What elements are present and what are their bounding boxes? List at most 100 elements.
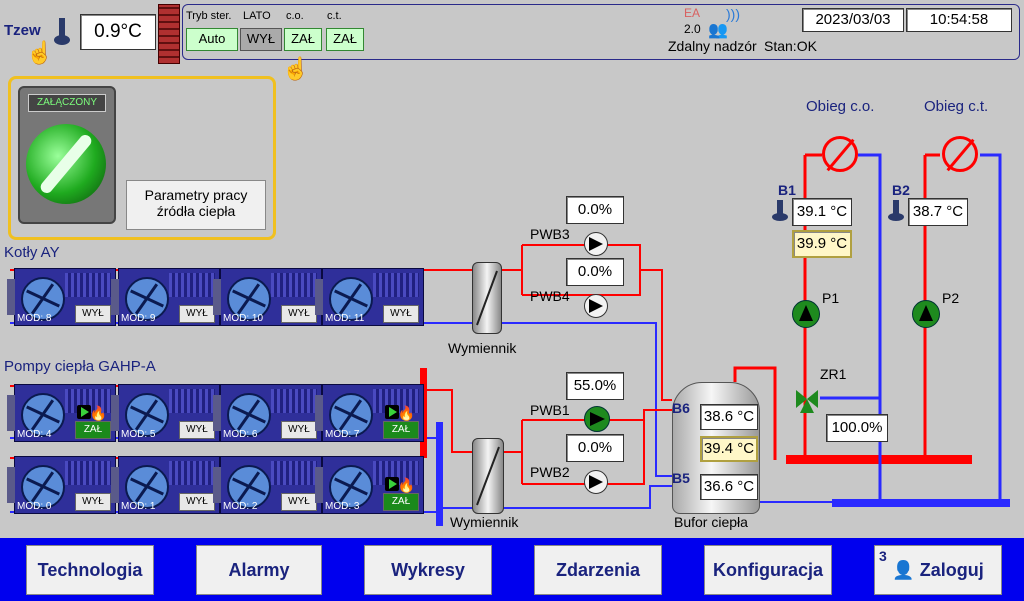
heatpump-unit[interactable]: MOD: 5 WYŁ (111, 384, 220, 442)
buffer-label: Bufor ciepła (674, 514, 748, 530)
unit-status: ZAŁ (75, 421, 111, 439)
p2-label: P2 (942, 290, 960, 306)
fan-icon (125, 465, 169, 509)
b5-value: 36.6 °C (700, 474, 758, 500)
main-switch[interactable]: ZAŁĄCZONY (18, 86, 116, 224)
heatpumps-section-label: Pompy ciepła GAHP-A (4, 358, 156, 375)
fan-icon (21, 465, 65, 509)
nav-login-button[interactable]: 3 👤 Zaloguj (874, 545, 1002, 595)
heatpump-unit[interactable]: 🔥 MOD: 7 ZAŁ (315, 384, 424, 442)
unit-status: ZAŁ (383, 421, 419, 439)
pwb3-value: 0.0% (566, 196, 624, 224)
heatpump-unit[interactable]: MOD: 2 WYŁ (213, 456, 322, 514)
ct-label: c.t. (327, 10, 342, 22)
b2-label: B2 (892, 182, 910, 198)
heatpump-unit[interactable]: 🔥 MOD: 4 ZAŁ (7, 384, 116, 442)
heatpump-unit[interactable]: MOD: 1 WYŁ (111, 456, 220, 514)
ct-toggle[interactable]: ZAŁ (326, 28, 364, 51)
fan-icon (227, 277, 271, 321)
b1-setpoint: 39.9 °C (792, 230, 852, 258)
zr1-label: ZR1 (820, 366, 847, 382)
unit-status: ZAŁ (383, 493, 419, 511)
heat-exchanger-lower[interactable] (472, 438, 504, 514)
nav-zdarzenia-button[interactable]: Zdarzenia (534, 545, 662, 595)
b6-label: B6 (672, 400, 690, 416)
pwb1-value: 55.0% (566, 372, 624, 400)
unit-mod-label: MOD: 3 (325, 501, 360, 512)
fan-icon (329, 393, 373, 437)
unit-status: WYŁ (281, 493, 317, 511)
buffer-mid-value: 39.4 °C (700, 436, 758, 462)
circulation-off-icon[interactable] (822, 136, 858, 172)
logo-top: EA (684, 6, 701, 20)
pwb4-value: 0.0% (566, 258, 624, 286)
remote-supervision-label: Zdalny nadzór (668, 38, 757, 54)
heatpump-unit[interactable]: MOD: 0 WYŁ (7, 456, 116, 514)
heat-exchanger-upper[interactable] (472, 262, 502, 334)
auto-button[interactable]: Auto (186, 28, 238, 51)
params-button[interactable]: Parametry pracy źródła ciepła (126, 180, 266, 230)
logo-bottom: 2.0 (684, 22, 701, 36)
unit-mod-label: MOD: 8 (17, 313, 52, 324)
heatpump-unit[interactable]: MOD: 6 WYŁ (213, 384, 322, 442)
boiler-unit[interactable]: MOD: 9 WYŁ (111, 268, 220, 326)
nav-alarmy-button[interactable]: Alarmy (196, 545, 322, 595)
unit-status: WYŁ (281, 421, 317, 439)
thermometer-icon (54, 18, 70, 46)
heatpump-unit[interactable]: 🔥 MOD: 3 ZAŁ (315, 456, 424, 514)
params-button-line1: Parametry pracy (144, 187, 248, 203)
pwb3-label: PWB3 (530, 226, 570, 242)
fan-icon (227, 393, 271, 437)
thermometer-icon (772, 200, 788, 222)
b1-value: 39.1 °C (792, 198, 852, 226)
boiler-unit[interactable]: MOD: 11 WYŁ (315, 268, 424, 326)
play-icon (77, 405, 91, 419)
unit-mod-label: MOD: 6 (223, 429, 258, 440)
outdoor-temp-value: 0.9°C (80, 14, 156, 50)
unit-mod-label: MOD: 7 (325, 429, 360, 440)
b6-value: 38.6 °C (700, 404, 758, 430)
unit-status: WYŁ (281, 305, 317, 323)
hand-pointer-icon: ☝ (26, 40, 54, 65)
brick-wall-icon (158, 4, 180, 64)
pump-icon[interactable] (584, 406, 610, 432)
nav-technologia-button[interactable]: Technologia (26, 545, 154, 595)
lato-label: LATO (243, 10, 271, 22)
exchanger-upper-label: Wymiennik (448, 340, 517, 356)
lato-toggle[interactable]: WYŁ (240, 28, 282, 51)
unit-status: WYŁ (75, 493, 111, 511)
pump-icon[interactable] (584, 294, 608, 318)
boiler-unit[interactable]: MOD: 8 WYŁ (7, 268, 116, 326)
flame-icon: 🔥 (397, 477, 415, 493)
nav-wykresy-button[interactable]: Wykresy (364, 545, 492, 595)
circulation-off-icon[interactable] (942, 136, 978, 172)
boiler-unit[interactable]: MOD: 10 WYŁ (213, 268, 322, 326)
unit-mod-label: MOD: 5 (121, 429, 156, 440)
hand-pointer-icon: ☝ (282, 56, 310, 81)
fan-icon (227, 465, 271, 509)
pump-icon[interactable] (584, 232, 608, 256)
valve-icon[interactable] (794, 384, 820, 414)
source-panel (8, 76, 276, 240)
remote-signal-icon: ))) (726, 6, 740, 22)
b2-value: 38.7 °C (908, 198, 968, 226)
pump-icon[interactable] (584, 470, 608, 494)
fan-icon (329, 465, 373, 509)
unit-status: WYŁ (179, 421, 215, 439)
unit-status: WYŁ (75, 305, 111, 323)
unit-mod-label: MOD: 9 (121, 313, 156, 324)
params-button-line2: źródła ciepła (156, 203, 236, 219)
unit-mod-label: MOD: 1 (121, 501, 156, 512)
nav-konfiguracja-button[interactable]: Konfiguracja (704, 545, 832, 595)
date-display: 2023/03/03 (802, 8, 904, 32)
user-icon: 👤 (892, 560, 915, 580)
play-icon (385, 477, 399, 491)
pump-icon[interactable] (912, 300, 940, 328)
ct-circuit-label: Obieg c.t. (924, 98, 989, 115)
fan-icon (125, 393, 169, 437)
pump-icon[interactable] (792, 300, 820, 328)
co-toggle[interactable]: ZAŁ (284, 28, 322, 51)
unit-mod-label: MOD: 4 (17, 429, 52, 440)
tryb-ster-label: Tryb ster. (186, 10, 232, 22)
fan-icon (21, 393, 65, 437)
